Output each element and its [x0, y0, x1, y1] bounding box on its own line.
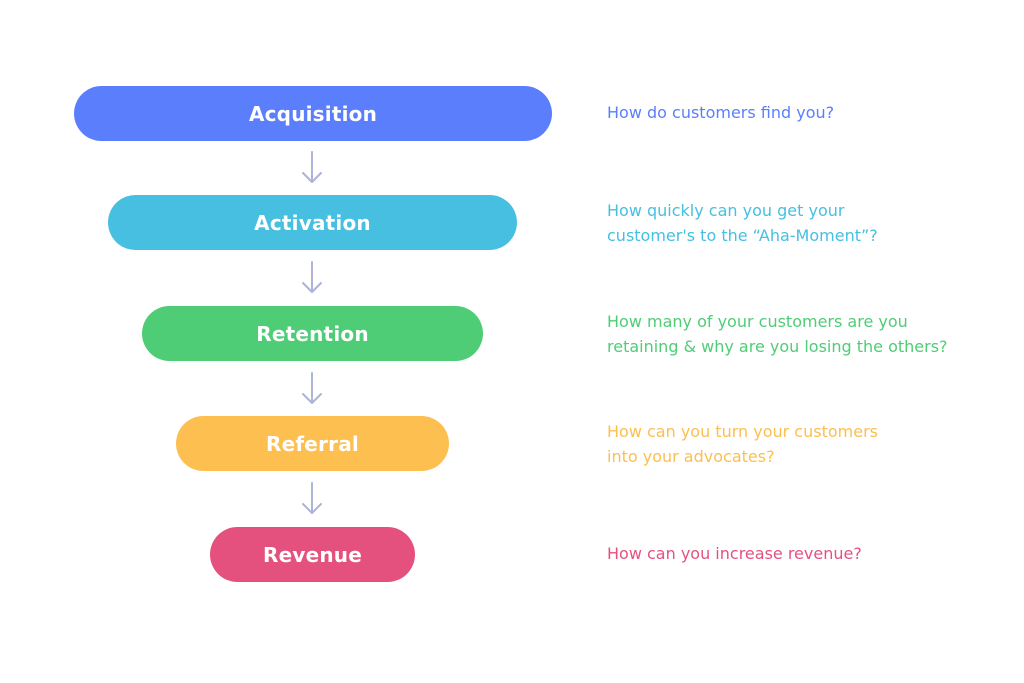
- stage-revenue: Revenue: [210, 527, 415, 582]
- stage-label: Referral: [266, 431, 359, 456]
- question-acquisition: How do customers find you?: [607, 100, 834, 125]
- down-arrow-icon: [302, 261, 322, 293]
- stage-retention: Retention: [142, 306, 483, 361]
- stage-activation: Activation: [108, 195, 517, 250]
- down-arrow-icon: [302, 482, 322, 514]
- stage-label: Activation: [254, 210, 371, 235]
- question-revenue: How can you increase revenue?: [607, 541, 862, 566]
- question-line: retaining & why are you losing the other…: [607, 337, 948, 356]
- question-line: How quickly can you get your: [607, 201, 845, 220]
- question-referral: How can you turn your customers into you…: [607, 419, 878, 469]
- down-arrow-icon: [302, 372, 322, 404]
- question-line: How do customers find you?: [607, 103, 835, 122]
- down-arrow-icon: [302, 151, 322, 183]
- stage-acquisition: Acquisition: [74, 86, 552, 141]
- question-line: How can you turn your customers: [607, 422, 878, 441]
- question-activation: How quickly can you get your customer's …: [607, 198, 878, 248]
- question-line: customer's to the “Aha-Moment”?: [607, 226, 878, 245]
- question-retention: How many of your customers are you retai…: [607, 309, 948, 359]
- stage-referral: Referral: [176, 416, 449, 471]
- question-line: How can you increase revenue?: [607, 544, 862, 563]
- stage-label: Revenue: [262, 542, 362, 567]
- question-line: How many of your customers are you: [607, 312, 908, 331]
- stage-label: Retention: [256, 321, 369, 346]
- stage-label: Acquisition: [248, 101, 378, 126]
- question-line: into your advocates?: [607, 447, 775, 466]
